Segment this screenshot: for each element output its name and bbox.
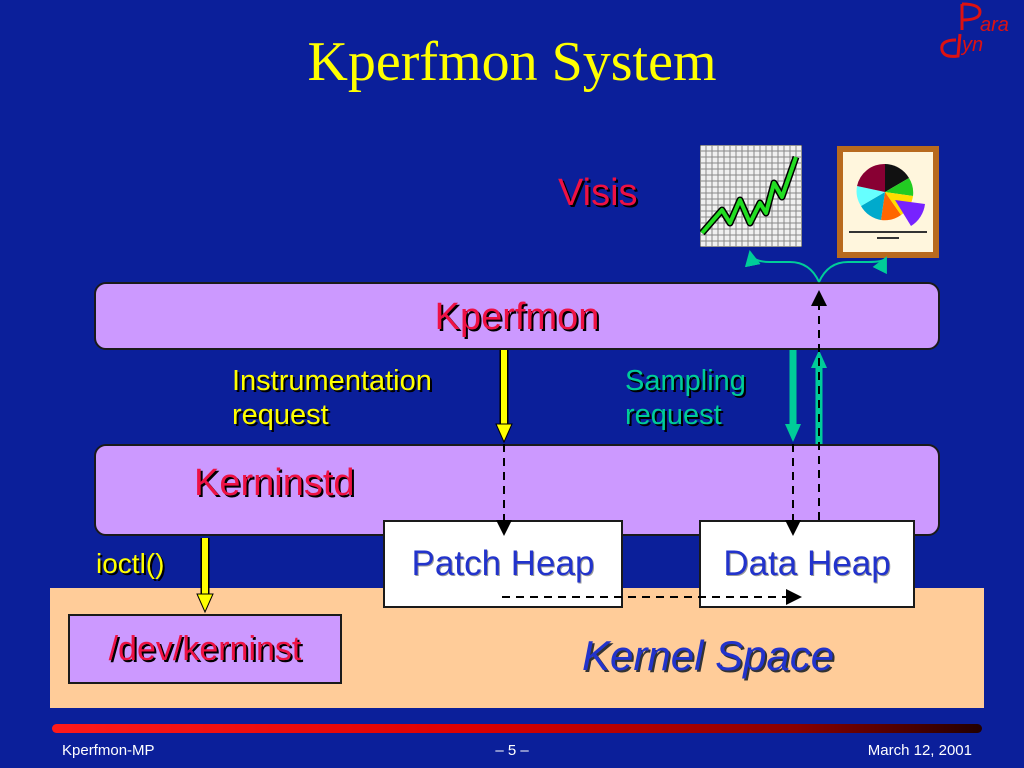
logo-text-bottom: yn: [962, 34, 984, 56]
visis-label: Visis: [558, 172, 638, 214]
sampling-line-2: request: [625, 399, 722, 431]
ioctl-arrow: [196, 538, 214, 614]
data-heap-box: Data Heap: [699, 520, 915, 608]
patch-heap-label: Patch Heap: [411, 544, 595, 583]
sampling-down-arrow: [785, 350, 801, 442]
instrumentation-line-2: request: [232, 399, 329, 431]
data-heap-label: Data Heap: [723, 544, 891, 583]
ioctl-label: ioctl(): [96, 548, 165, 579]
footer-date: March 12, 2001: [867, 742, 972, 759]
dashed-connectors: [496, 290, 827, 605]
kerninstd-label: Kerninstd: [194, 462, 355, 504]
dev-kerninst-label: /dev/kerninst: [108, 630, 302, 668]
instrumentation-request-label: Instrumentation request: [232, 364, 432, 432]
kperfmon-label: Kperfmon: [434, 296, 600, 338]
footer-divider: [52, 724, 982, 733]
paradyn-logo: ara yn: [936, 0, 1024, 62]
instrumentation-arrow: [495, 350, 513, 444]
visis-connectors: [744, 250, 887, 283]
sampling-line-1: Sampling: [625, 365, 746, 397]
footer-left-text: Kperfmon-MP: [62, 742, 155, 759]
logo-text-top: ara: [980, 14, 1009, 36]
page-title: Kperfmon System: [307, 31, 717, 93]
kperfmon-component: Kperfmon: [94, 282, 940, 350]
kernel-space-label: Kernel Space: [582, 632, 835, 679]
instrumentation-line-1: Instrumentation: [232, 365, 432, 397]
dev-kerninst-box: /dev/kerninst: [68, 614, 342, 684]
footer-page-number: – 5 –: [495, 742, 529, 759]
line-chart-icon: [699, 144, 803, 248]
pie-chart-icon: [837, 146, 939, 258]
sampling-request-label: Sampling request: [625, 364, 746, 432]
